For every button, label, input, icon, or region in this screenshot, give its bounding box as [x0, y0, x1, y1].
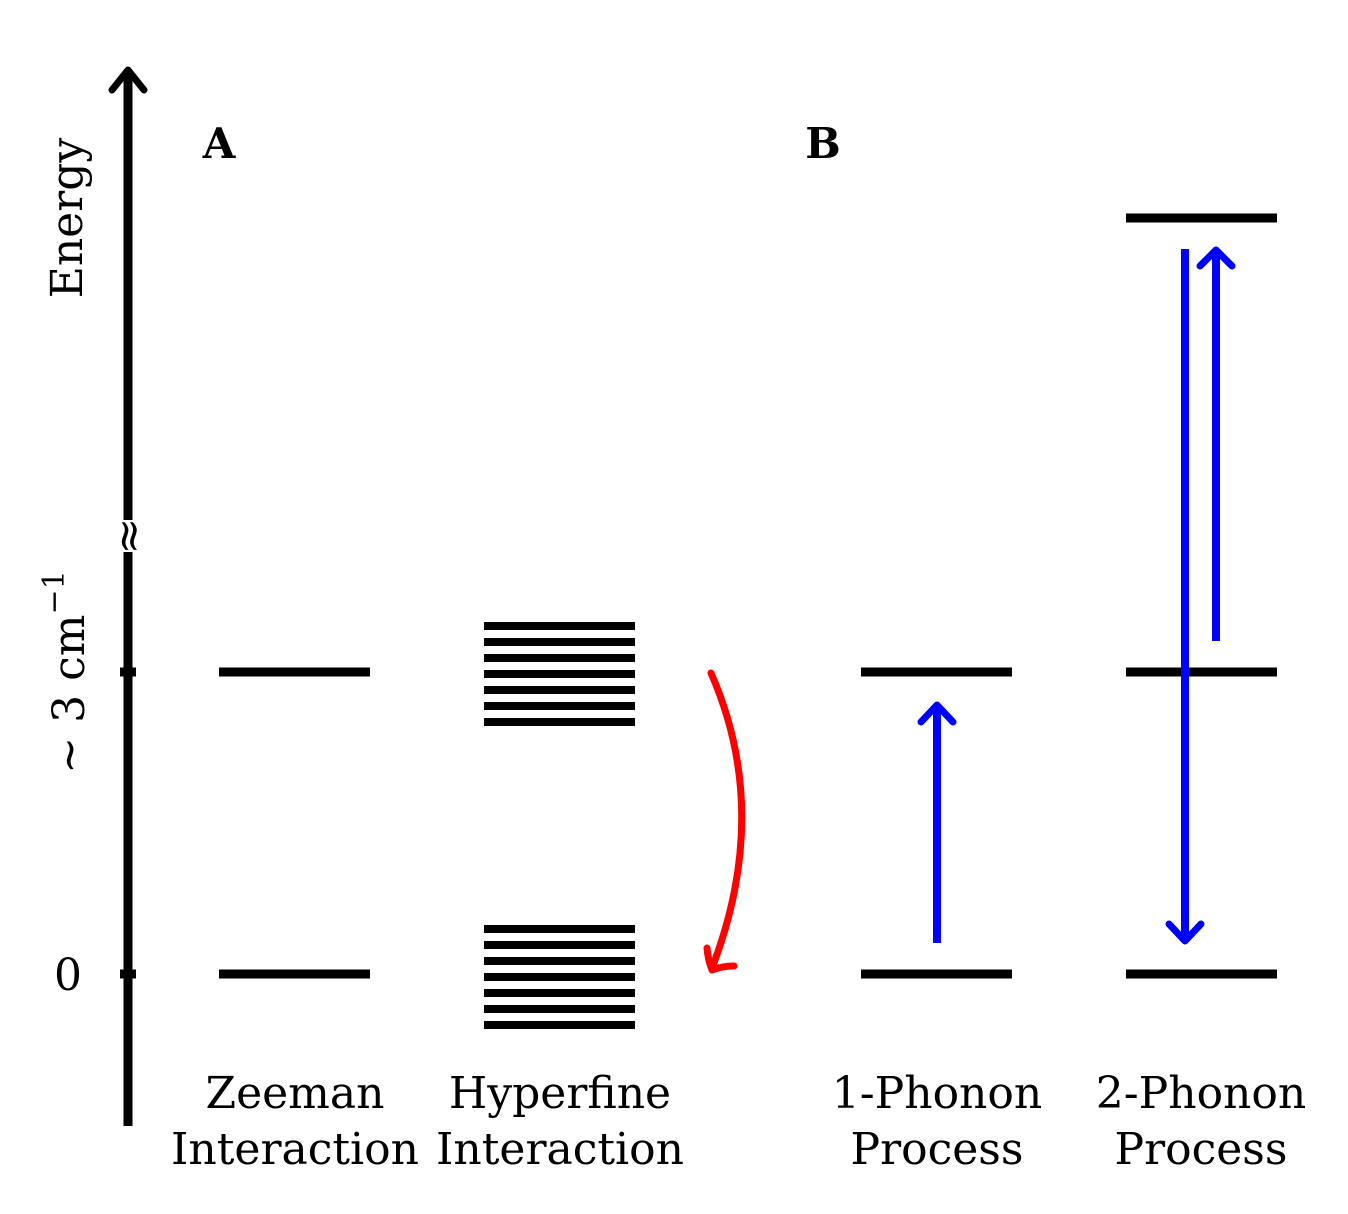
svg-text:~ 3 cm−1: ~ 3 cm−1 — [37, 570, 95, 773]
tick-label-upper: ~ 3 cm−1 — [37, 570, 95, 773]
axis-break-symbol: ≈ — [103, 518, 154, 555]
tick-label-upper-sup: −1 — [37, 570, 72, 614]
axis-label: Energy — [42, 138, 93, 299]
energy-axis: ≈ Energy 0 ~ 3 cm−1 — [37, 66, 154, 1126]
column-labels: Zeeman Interaction Hyperfine Interaction… — [171, 1068, 1306, 1175]
zeeman-label-line2: Interaction — [171, 1124, 419, 1175]
zeeman-levels — [219, 667, 370, 979]
one-phonon-arrowhead-icon — [917, 701, 957, 726]
one-phonon-label-line2: Process — [851, 1124, 1024, 1175]
hyperfine-label-line1: Hyperfine — [449, 1068, 671, 1119]
relaxation-arrow-curve — [707, 669, 746, 972]
two-phonon-process — [1126, 213, 1277, 979]
two-phonon-down-arrowhead-icon — [1165, 920, 1205, 945]
relaxation-arrow — [703, 669, 746, 974]
one-phonon-process — [861, 667, 1012, 979]
hyperfine-lower-manifold — [484, 925, 635, 1029]
two-phonon-up-arrowhead-icon — [1196, 246, 1236, 270]
tick-label-zero: 0 — [54, 950, 82, 1001]
one-phonon-label-line1: 1-Phonon — [832, 1068, 1042, 1119]
two-phonon-label-line1: 2-Phonon — [1096, 1068, 1306, 1119]
tick-label-upper-main: ~ 3 cm — [44, 615, 95, 774]
two-phonon-label-line2: Process — [1115, 1124, 1288, 1175]
hyperfine-label-line2: Interaction — [436, 1124, 684, 1175]
panel-label-b: B — [805, 119, 841, 168]
panel-label-a: A — [202, 119, 237, 168]
zeeman-label-line1: Zeeman — [206, 1068, 385, 1119]
relaxation-arrowhead-icon — [703, 944, 738, 974]
hyperfine-upper-manifold — [484, 622, 635, 726]
axis-arrowhead-icon — [108, 66, 148, 94]
